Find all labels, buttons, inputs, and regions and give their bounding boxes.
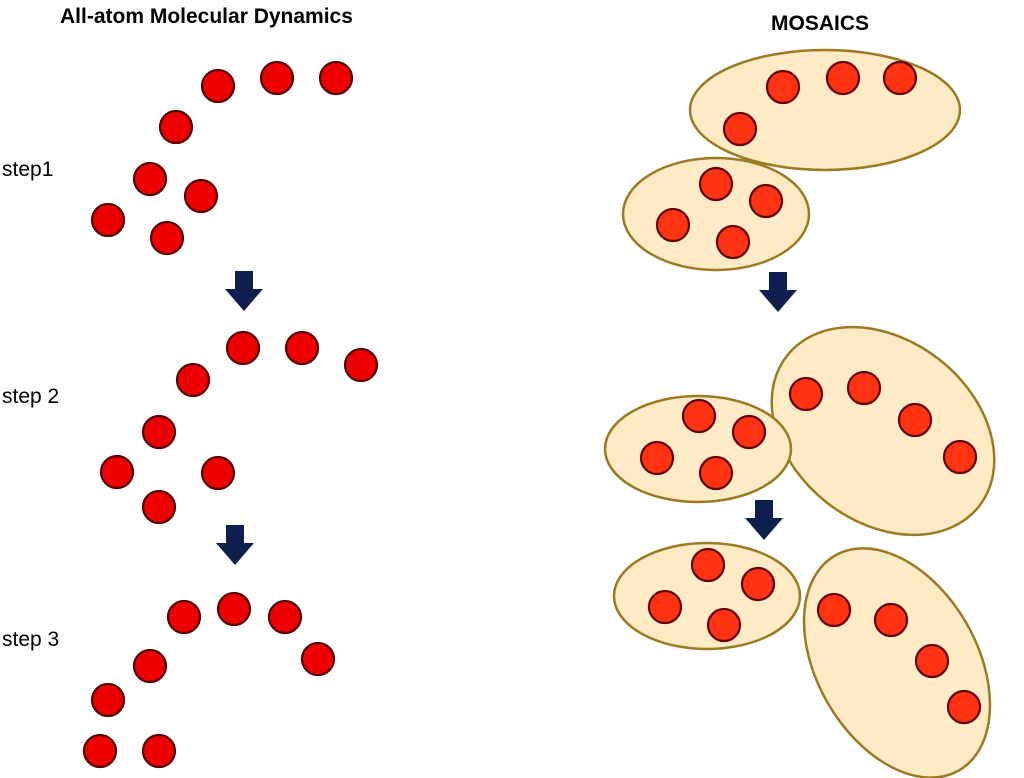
step-2-label: step 2 — [2, 385, 60, 408]
atom — [149, 220, 185, 256]
atom — [655, 207, 691, 243]
atom — [946, 689, 982, 725]
atom — [897, 402, 933, 438]
atom — [690, 547, 726, 583]
atom — [141, 489, 177, 525]
atom — [748, 183, 784, 219]
step-1-label: step1 — [2, 158, 54, 181]
atom — [698, 455, 734, 491]
mosaics-groups — [603, 48, 996, 778]
mosaics-title: MOSAICS — [771, 12, 870, 35]
atom — [200, 68, 236, 104]
atom — [300, 641, 336, 677]
atom — [158, 109, 194, 145]
atom — [318, 60, 354, 96]
atom — [825, 60, 861, 96]
atom — [882, 60, 918, 96]
atom — [722, 111, 758, 147]
atom — [141, 414, 177, 450]
atom — [740, 566, 776, 602]
rigid-group-ellipse — [770, 325, 996, 537]
atom — [200, 455, 236, 491]
atom — [698, 166, 734, 202]
atom — [183, 178, 219, 214]
atom — [267, 599, 303, 635]
atom — [259, 60, 295, 96]
md-title: All-atom Molecular Dynamics — [60, 5, 353, 28]
atom — [706, 607, 742, 643]
atom — [765, 69, 801, 105]
md-atoms — [82, 60, 379, 769]
atom — [90, 682, 126, 718]
down-arrow-icon — [216, 525, 254, 565]
atom — [731, 414, 767, 450]
atom — [816, 592, 852, 628]
atom — [141, 733, 177, 769]
atom — [343, 347, 379, 383]
atom — [681, 398, 717, 434]
atom — [914, 643, 950, 679]
atom — [132, 161, 168, 197]
atom — [132, 648, 168, 684]
atom — [284, 330, 320, 366]
mosaics-atoms — [639, 60, 982, 725]
atom — [166, 599, 202, 635]
down-arrow-icon — [745, 500, 783, 540]
atom — [175, 362, 211, 398]
atom — [942, 439, 978, 475]
atom — [715, 224, 751, 260]
rigid-group-ellipse — [802, 547, 992, 778]
atom — [788, 376, 824, 412]
atom — [225, 330, 261, 366]
atom — [647, 589, 683, 625]
rigid-group-ellipse — [688, 48, 962, 172]
down-arrow-icon — [759, 272, 797, 312]
atom — [99, 454, 135, 490]
atom — [846, 370, 882, 406]
atom — [873, 602, 909, 638]
atom — [216, 591, 252, 627]
md-arrows — [216, 271, 263, 565]
atom — [90, 202, 126, 238]
atom — [82, 733, 118, 769]
step-3-label: step 3 — [2, 628, 60, 651]
down-arrow-icon — [225, 271, 263, 311]
atom — [639, 440, 675, 476]
